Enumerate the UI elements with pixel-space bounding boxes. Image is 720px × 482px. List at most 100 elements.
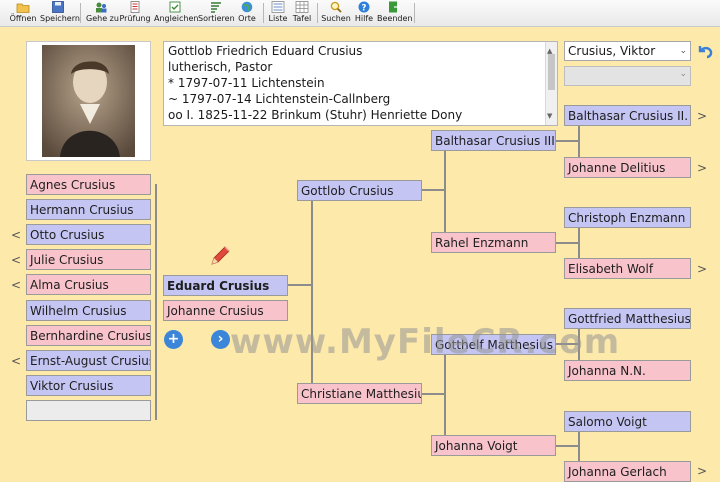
info-name: Gottlob Friedrich Eduard Crusius [168,44,363,58]
help-icon: ? [358,1,370,14]
gp-connector [556,343,579,345]
focus-person-box[interactable]: Eduard Crusius [163,275,288,296]
expand-left-icon[interactable]: < [11,228,22,242]
goto-button[interactable]: Gehe zu [86,0,119,26]
paternal-grandmother-box[interactable]: Rahel Enzmann [431,232,556,253]
open-button[interactable]: Öffnen [8,0,38,26]
sibling-box[interactable]: Otto Crusius [26,224,151,245]
gp-connector [556,445,579,447]
svg-text:?: ? [362,4,367,14]
person-select[interactable]: Crusius, Viktor ⌄ [564,41,691,61]
person-select-value: Crusius, Viktor [568,44,656,58]
great-grandparent-box[interactable]: Johanna N.N. [564,360,691,381]
toolbar-separator [263,3,264,23]
sibling-box[interactable]: Hermann Crusius [26,199,151,220]
exit-icon [389,1,401,13]
ggp-connector [578,421,580,472]
great-grandparent-box[interactable]: Balthasar Crusius II. [564,105,691,126]
sibling-box[interactable]: Viktor Crusius [26,375,151,396]
align-button[interactable]: Angleichen [154,0,198,26]
secondary-select[interactable]: ⌄ [564,66,691,86]
great-grandparent-box[interactable]: Johanne Delitius [564,157,691,178]
sort-button[interactable]: Sortieren [198,0,235,26]
chevron-down-icon: ⌄ [679,46,687,56]
chevron-down-icon: ⌄ [679,69,687,79]
goto-people-icon [96,2,107,13]
great-grandparent-box[interactable]: Johanna Gerlach [564,461,691,482]
ggp-connector [578,218,580,269]
places-button[interactable]: Orte [236,0,258,26]
mother-connector [422,393,445,395]
globe-icon [241,1,253,13]
scroll-down-icon[interactable]: ▼ [547,112,553,120]
scroll-up-icon[interactable]: ▲ [547,47,553,55]
person-info-box[interactable]: Gottlob Friedrich Eduard Crusius lutheri… [163,41,558,126]
back-arrow-icon[interactable] [694,41,714,61]
toolbar-separator [80,3,81,23]
toolbar-separator [317,3,318,23]
spouse-box[interactable]: Johanne Crusius [163,300,288,321]
search-button[interactable]: Suchen [321,0,351,26]
great-grandparent-box[interactable]: Elisabeth Wolf [564,258,691,279]
gp-connector [556,140,579,142]
table-icon [295,1,309,13]
checklist-icon [130,1,140,13]
gp-connector [556,242,579,244]
expand-right-icon[interactable]: > [697,109,708,123]
check-button[interactable]: Prüfung [118,0,152,26]
sibling-box[interactable]: Bernhardine Crusius [26,325,151,346]
edit-pencil-icon[interactable] [208,244,232,268]
ggp-connector [578,115,580,167]
expand-left-icon[interactable]: < [11,354,22,368]
great-grandparent-box[interactable]: Salomo Voigt [564,411,691,432]
father-parents-connector [444,141,446,244]
info-religion-occupation: lutherisch, Pastor [168,60,273,74]
person-portrait [26,41,151,161]
great-grandparent-box[interactable]: Christoph Enzmann [564,207,691,228]
help-button[interactable]: ? Hilfe [353,0,375,26]
info-scrollbar[interactable]: ▲ ▼ [545,42,557,125]
maternal-grandfather-box[interactable]: Gotthelf Matthesius [431,334,556,355]
watermark-text: www.MyFileCR.com [230,322,621,362]
sibling-box[interactable]: Julie Crusius [26,249,151,270]
toolbar: Öffnen Speichern Gehe zu Prüfung Angleic… [0,0,720,27]
father-connector [422,189,445,191]
align-icon [169,1,181,13]
info-marriage: oo I. 1825-11-22 Brinkum (Stuhr) Henriet… [168,108,463,122]
ggp-connector [578,318,580,370]
next-arrow-icon[interactable]: › [211,330,230,349]
mother-box[interactable]: Christiane Matthesius [297,383,422,404]
expand-right-icon[interactable]: > [697,464,708,478]
parents-connector [311,190,313,395]
toolbar-separator [414,3,415,23]
sibling-box[interactable]: Agnes Crusius [26,174,151,195]
paternal-grandfather-box[interactable]: Balthasar Crusius III. [431,130,556,151]
list-icon [271,1,285,13]
great-grandparent-box[interactable]: Gottfried Matthesius [564,308,691,329]
save-disk-icon [52,1,64,13]
info-birth: * 1797-07-11 Lichtenstein [168,76,325,90]
sibling-box[interactable]: Wilhelm Crusius [26,300,151,321]
board-button[interactable]: Tafel [291,0,313,26]
list-button[interactable]: Liste [266,0,290,26]
sort-icon [211,2,221,13]
sibling-box[interactable]: Ernst-August Crusius [26,350,151,371]
expand-right-icon[interactable]: > [697,262,708,276]
expand-right-icon[interactable]: > [697,161,708,175]
expand-left-icon[interactable]: < [11,253,22,267]
folder-icon [16,3,30,13]
sibling-box[interactable] [26,400,151,421]
add-icon[interactable]: + [164,330,183,349]
mother-parents-connector [444,344,446,446]
portrait-image [42,45,135,157]
maternal-grandmother-box[interactable]: Johanna Voigt [431,435,556,456]
siblings-connector [155,184,157,420]
quit-button[interactable]: Beenden [377,0,412,26]
save-button[interactable]: Speichern [40,0,80,26]
info-baptism: ~ 1797-07-14 Lichtenstein-Callnberg [168,92,391,106]
sibling-box[interactable]: Alma Crusius [26,274,151,295]
father-box[interactable]: Gottlob Crusius [297,180,422,201]
expand-left-icon[interactable]: < [11,278,22,292]
focus-connector [288,284,312,286]
scrollbar-thumb[interactable] [548,54,555,90]
